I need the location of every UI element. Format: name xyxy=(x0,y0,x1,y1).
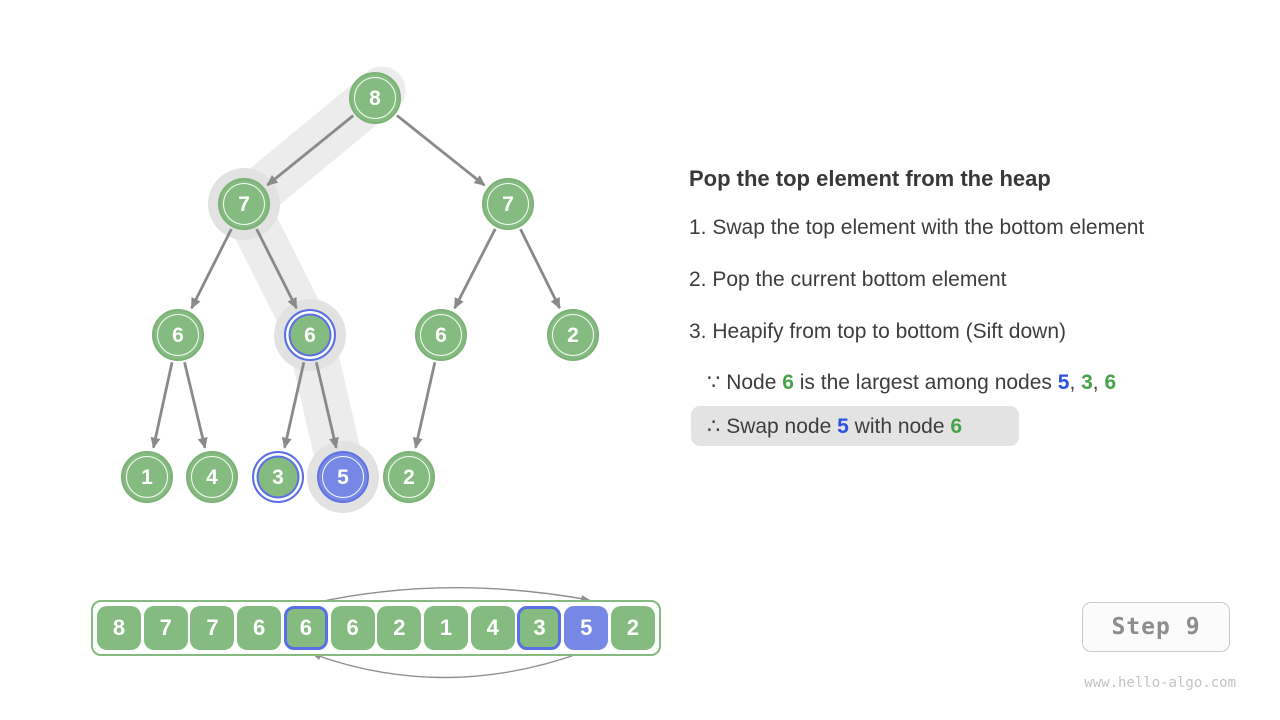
tree-edge xyxy=(453,228,497,310)
array-cell-value: 6 xyxy=(346,615,359,640)
tree-node-value: 7 xyxy=(502,192,514,216)
array-cell-value: 2 xyxy=(626,615,640,640)
text-segment: 6 xyxy=(950,414,963,438)
tree-node: 3 xyxy=(252,451,304,503)
tree-node-value: 6 xyxy=(304,323,316,347)
tree-edge xyxy=(519,228,561,310)
tree-edge xyxy=(255,228,298,310)
array-cell-value: 4 xyxy=(486,615,499,640)
tree-edge xyxy=(183,361,208,449)
array-cell: 6 xyxy=(237,606,282,650)
panel-step-1: 1. Swap the top element with the bottom … xyxy=(689,216,1145,239)
panel-step-3: 3. Heapify from top to bottom (Sift down… xyxy=(689,320,1066,343)
array-cell: 2 xyxy=(610,606,655,650)
tree-node-value: 6 xyxy=(435,323,447,347)
array-cell: 6 xyxy=(283,606,328,650)
tree-edge xyxy=(266,114,355,187)
tree-edge xyxy=(396,114,486,187)
tree-node: 4 xyxy=(186,451,238,503)
tree-node-value: 7 xyxy=(238,192,250,216)
array-cell: 6 xyxy=(330,606,375,650)
text-segment: , xyxy=(1069,371,1082,394)
tree-node-value: 2 xyxy=(567,323,579,347)
tree-node-value: 3 xyxy=(272,465,284,489)
array-cell: 1 xyxy=(424,606,469,650)
array-cell: 7 xyxy=(143,606,188,650)
array-cell: 5 xyxy=(564,606,609,650)
tree-node: 2 xyxy=(383,451,435,503)
tree-node-value: 1 xyxy=(141,465,153,489)
step-badge-label: Step 9 xyxy=(1111,614,1201,640)
array-cell-value: 7 xyxy=(206,615,219,640)
array-cell: 3 xyxy=(517,606,562,650)
array-cell-value: 5 xyxy=(580,615,593,640)
array-cell: 8 xyxy=(97,606,141,650)
tree-node: 6 xyxy=(152,309,204,361)
therefore-line: ∴ Swap node 5 with node 6 xyxy=(707,414,962,439)
swap-arrows xyxy=(311,587,591,679)
array-cell-value: 3 xyxy=(533,615,546,640)
tree-node: 8 xyxy=(349,72,401,124)
tree-node-value: 4 xyxy=(206,465,218,489)
tree-edge xyxy=(190,228,233,310)
text-segment: 6 xyxy=(1104,371,1117,394)
tree-node: 2 xyxy=(547,309,599,361)
tree-node: 7 xyxy=(482,178,534,230)
panel-title: Pop the top element from the heap xyxy=(689,166,1051,191)
text-segment: 5 xyxy=(1057,371,1070,394)
text-segment: , xyxy=(1092,371,1105,394)
step-badge: Step 9 xyxy=(1082,602,1230,652)
array-cell: 7 xyxy=(190,606,235,650)
array-cell-value: 6 xyxy=(299,615,312,640)
tree-node: 7 xyxy=(218,178,270,230)
array-cell: 4 xyxy=(470,606,515,650)
tree-node-value: 8 xyxy=(369,86,381,110)
swap-arc-bottom xyxy=(311,651,584,679)
heap-array: 8 7 7 6 6 6 2 1 4 3 5 2 xyxy=(91,600,661,656)
tree-node-value: 5 xyxy=(337,465,349,489)
tree-edge xyxy=(412,362,437,449)
text-segment: with node xyxy=(848,414,951,438)
tree-node-value: 2 xyxy=(403,465,415,489)
text-segment: 6 xyxy=(782,371,794,394)
array-cell-value: 8 xyxy=(112,615,126,640)
panel-step-2: 2. Pop the current bottom element xyxy=(689,268,1007,291)
array-cell: 2 xyxy=(377,606,422,650)
swap-arc-top xyxy=(313,587,591,604)
website-watermark: www.hello-algo.com xyxy=(1084,675,1236,691)
tree-node: 6 xyxy=(284,309,336,361)
tree-node: 6 xyxy=(415,309,467,361)
tree-node: 5 xyxy=(317,451,369,503)
tree-edge xyxy=(150,362,174,449)
tree-edge xyxy=(314,361,339,449)
because-line: ∵ Node 6 is the largest among nodes 5, 3… xyxy=(707,370,1116,395)
tree-node: 1 xyxy=(121,451,173,503)
array-cell-value: 7 xyxy=(159,615,172,640)
array-cell-value: 6 xyxy=(253,615,266,640)
text-segment: ∴ Swap node xyxy=(707,414,838,438)
text-segment: 3 xyxy=(1081,371,1093,394)
text-segment: 5 xyxy=(837,414,849,438)
array-cell-value: 2 xyxy=(393,615,406,640)
tree-node-value: 6 xyxy=(172,323,184,347)
therefore-pill: ∴ Swap node 5 with node 6 xyxy=(691,406,1019,446)
array-cell-value: 1 xyxy=(439,615,453,640)
text-segment: is the largest among nodes xyxy=(793,371,1058,394)
tree-edge xyxy=(281,362,306,449)
text-segment: ∵ Node xyxy=(707,371,783,394)
tree-edges xyxy=(150,114,561,449)
